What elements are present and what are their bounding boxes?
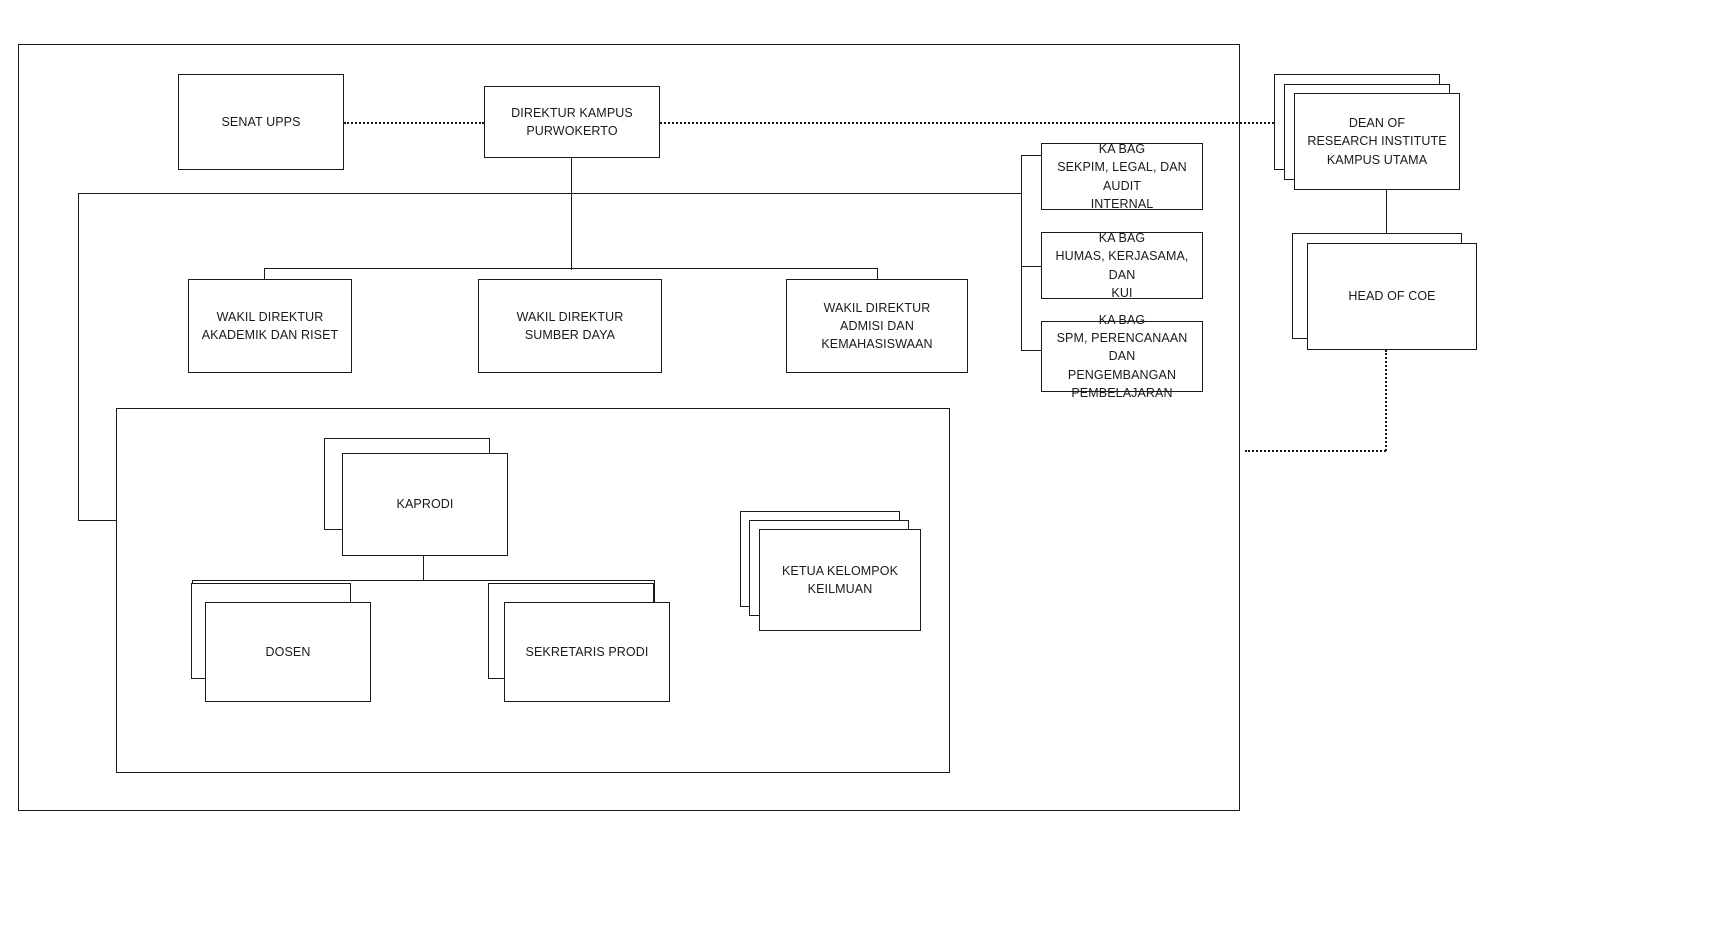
node-senat-upps-label: SENAT UPPS xyxy=(221,114,301,129)
connector-kaprodi-stem xyxy=(423,556,424,580)
node-dosen-label: DOSEN xyxy=(265,644,311,659)
connector-wakil-admisi-drop xyxy=(877,268,878,279)
node-direktur-kampus[interactable]: DIREKTUR KAMPUS PURWOKERTO xyxy=(484,86,660,158)
node-dean-research-institute-label: DEAN OF RESEARCH INSTITUTE KAMPUS UTAMA xyxy=(1307,116,1447,167)
dotted-direktur-to-dean xyxy=(660,122,1294,124)
node-dean-research-institute[interactable]: DEAN OF RESEARCH INSTITUTE KAMPUS UTAMA xyxy=(1294,93,1460,190)
connector-kabag-sekpim-stub xyxy=(1021,155,1041,156)
connector-kaprodi-bus xyxy=(192,580,654,581)
connector-direktur-stem xyxy=(571,158,572,270)
node-head-of-coe-label: HEAD OF COE xyxy=(1348,289,1436,304)
node-wakil-direktur-sumber-daya-label: WAKIL DIREKTUR SUMBER DAYA xyxy=(516,309,624,342)
connector-kabag-humas-stub xyxy=(1021,266,1041,267)
connector-dean-to-coe xyxy=(1386,190,1387,243)
node-head-of-coe[interactable]: HEAD OF COE xyxy=(1307,243,1477,350)
node-kabag-spm-perencanaan-label: KA BAG SPM, PERENCANAAN DAN PENGEMBANGAN… xyxy=(1056,313,1188,400)
connector-wakil-akademik-drop xyxy=(264,268,265,279)
node-sekretaris-prodi-label: SEKRETARIS PRODI xyxy=(525,644,649,659)
node-wakil-direktur-akademik-label: WAKIL DIREKTUR AKADEMIK DAN RISET xyxy=(201,309,339,342)
node-kabag-humas-kerjasama-kui[interactable]: KA BAG HUMAS, KERJASAMA, DAN KUI xyxy=(1041,231,1203,300)
node-sekretaris-prodi[interactable]: SEKRETARIS PRODI xyxy=(504,602,670,702)
connector-kabag-spine xyxy=(1021,155,1022,350)
node-kabag-humas-kerjasama-kui-label: KA BAG HUMAS, KERJASAMA, DAN KUI xyxy=(1055,231,1189,300)
dotted-senat-to-direktur xyxy=(344,122,484,124)
connector-wakil-bus xyxy=(264,268,877,269)
connector-wide-bracket-top xyxy=(78,193,1021,194)
node-ketua-kelompok-keilmuan[interactable]: KETUA KELOMPOK KEILMUAN xyxy=(759,529,921,631)
node-wakil-direktur-admisi[interactable]: WAKIL DIREKTUR ADMISI DAN KEMAHASISWAAN xyxy=(786,279,968,373)
dotted-coe-to-boundary xyxy=(1245,450,1386,452)
connector-wide-bracket-left-leg xyxy=(78,193,79,520)
node-wakil-direktur-admisi-label: WAKIL DIREKTUR ADMISI DAN KEMAHASISWAAN xyxy=(821,300,933,352)
node-kabag-sekpim-legal-audit-label: KA BAG SEKPIM, LEGAL, DAN AUDIT INTERNAL xyxy=(1057,142,1187,211)
connector-kabag-spm-stub xyxy=(1021,350,1041,351)
node-kabag-spm-perencanaan[interactable]: KA BAG SPM, PERENCANAAN DAN PENGEMBANGAN… xyxy=(1041,313,1203,400)
node-ketua-kelompok-keilmuan-label: KETUA KELOMPOK KEILMUAN xyxy=(781,563,899,596)
program-studi-group-boundary xyxy=(116,408,950,773)
node-kabag-sekpim-legal-audit[interactable]: KA BAG SEKPIM, LEGAL, DAN AUDIT INTERNAL xyxy=(1041,142,1203,211)
node-kaprodi-label: KAPRODI xyxy=(396,497,454,512)
dotted-coe-drop xyxy=(1385,350,1387,451)
node-direktur-kampus-label: DIREKTUR KAMPUS PURWOKERTO xyxy=(511,105,633,138)
node-wakil-direktur-sumber-daya[interactable]: WAKIL DIREKTUR SUMBER DAYA xyxy=(478,279,662,373)
connector-sekretaris-drop xyxy=(654,580,655,603)
node-wakil-direktur-akademik[interactable]: WAKIL DIREKTUR AKADEMIK DAN RISET xyxy=(188,279,352,373)
node-dosen[interactable]: DOSEN xyxy=(205,602,371,702)
node-senat-upps[interactable]: SENAT UPPS xyxy=(178,74,344,170)
connector-bracket-to-prodi-group xyxy=(78,520,117,521)
kampus-purwokerto-boundary xyxy=(18,44,1240,811)
node-kaprodi[interactable]: KAPRODI xyxy=(342,453,508,556)
